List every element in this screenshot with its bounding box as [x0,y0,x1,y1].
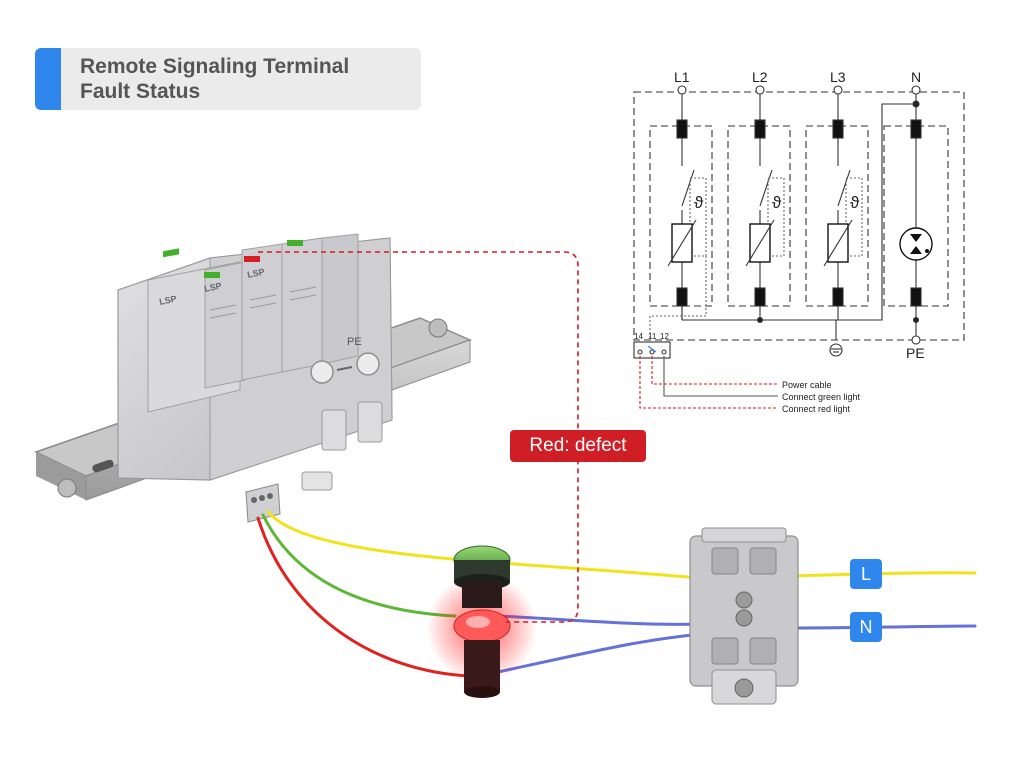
terminal-n-label: N [911,69,921,85]
contact-11-label: 11 [648,332,657,341]
device-pe-label: PE [347,336,362,348]
terminal-l3-label: L3 [830,69,846,85]
title-panel: Remote Signaling Terminal Fault Status [35,48,421,110]
thermal-symbol-3: ϑ [850,193,860,212]
wire-tag-l: L [850,559,882,589]
legend-green-light: Connect green light [782,392,861,402]
device-brand-3: LSP [246,267,265,280]
contact-14-label: 14 [634,332,643,341]
device-brand-1: LSP [158,294,177,307]
terminal-l1-label: L1 [674,69,690,85]
schematic-diagram [633,85,965,359]
page-title: Remote Signaling Terminal Fault Status [80,55,350,103]
schematic-legend-wires [639,356,778,409]
thermal-symbol-1: ϑ [694,193,704,212]
wiring-terminal-block [689,527,799,705]
thermal-symbol-2: ϑ [772,193,782,212]
contact-12-label: 12 [660,332,669,341]
device-brand-2: LSP [203,281,222,294]
schematic-labels: L1 L2 L3 N PE ϑ ϑ ϑ 14 11 12 Power cable… [634,69,925,414]
legend-red-light: Connect red light [782,404,851,414]
schematic-pe-label: PE [906,345,925,361]
defect-callout: Red: defect [510,430,646,462]
signal-wires [256,510,977,678]
surge-protector: LSP LSP LSP PE [117,233,393,523]
indicator-lights [427,545,537,698]
wire-tag-n: N [850,612,882,642]
title-accent-bar [35,48,61,110]
legend-power-cable: Power cable [782,380,832,390]
terminal-l2-label: L2 [752,69,768,85]
